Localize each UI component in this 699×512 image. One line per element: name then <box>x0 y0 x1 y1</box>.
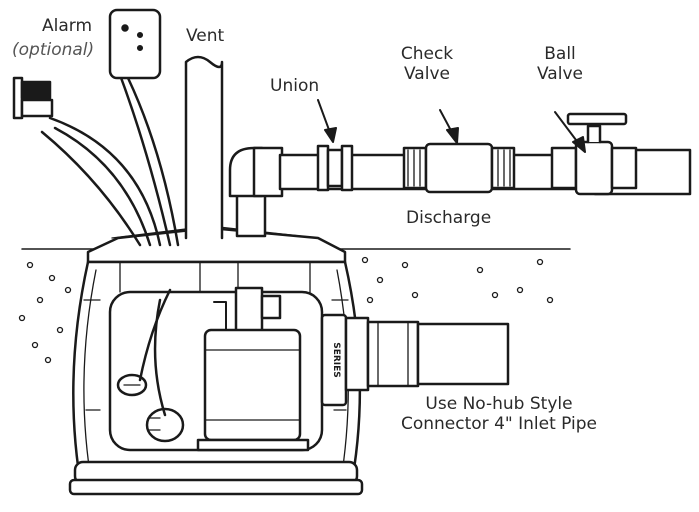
float-plug <box>12 76 54 120</box>
inlet-label: Use No-hub Style Connector 4" Inlet Pipe <box>384 394 614 434</box>
check-valve-label: Check Valve <box>396 44 458 84</box>
inlet-label-line2: Connector 4" Inlet Pipe <box>400 414 597 434</box>
inlet-label-line1: Use No-hub Style <box>425 394 573 414</box>
leader-lines <box>317 99 586 153</box>
soil-dots <box>18 256 554 364</box>
check-valve-label-line1: Check <box>400 44 454 64</box>
vent-label: Vent <box>186 26 225 46</box>
union-label: Union <box>270 76 320 96</box>
basin-badge: SERIES <box>331 342 341 378</box>
check-valve-label-line2: Valve <box>404 64 450 84</box>
ball-valve-label-line2: Valve <box>537 64 583 84</box>
inlet-pipe <box>344 316 510 392</box>
discharge-label: Discharge <box>406 208 492 228</box>
alarm-box <box>108 8 162 80</box>
power-cords <box>40 73 180 417</box>
union <box>316 144 354 192</box>
ball-valve-label: Ball Valve <box>530 44 590 84</box>
pump <box>196 286 310 452</box>
ball-valve <box>550 112 638 196</box>
alarm-optional-label: (optional) <box>12 40 95 60</box>
ball-valve-label-line1: Ball <box>544 44 576 64</box>
vent-pipe <box>184 55 224 240</box>
check-valve <box>402 142 516 194</box>
alarm-label: Alarm <box>42 16 93 36</box>
